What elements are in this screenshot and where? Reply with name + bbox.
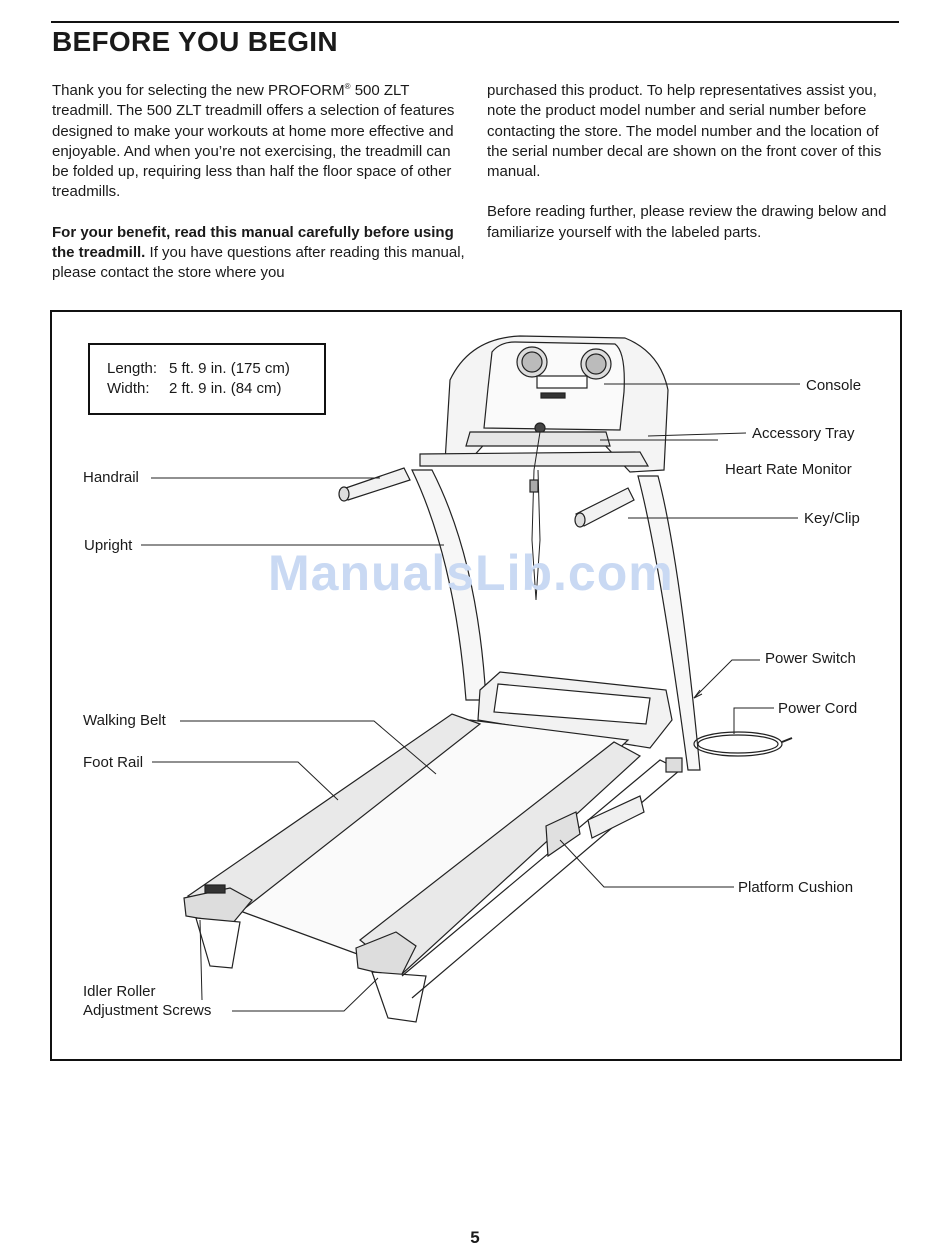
intro-paragraph-1: Thank you for selecting the new PROFORM®… <box>52 81 470 203</box>
width-label: Width: <box>107 380 150 397</box>
watermark: ManualsLib.com <box>268 545 674 601</box>
intro-column-left: Thank you for selecting the new PROFORM®… <box>52 81 470 304</box>
label-handrail: Handrail <box>83 469 139 486</box>
leader-arrow <box>693 689 703 699</box>
label-upright: Upright <box>84 537 133 554</box>
length-label: Length: <box>107 360 158 377</box>
leader-accessory-tray <box>647 432 747 437</box>
intro-text: Thank you for selecting the new PROFORM <box>52 82 345 99</box>
upright-right <box>637 475 701 771</box>
label-accessory-tray: Accessory Tray <box>752 425 855 442</box>
label-heart-rate-monitor: Heart Rate Monitor <box>725 461 852 478</box>
leader-walking-belt <box>180 720 437 775</box>
registered-mark: ® <box>344 82 351 91</box>
label-walking-belt: Walking Belt <box>83 712 166 729</box>
intro-text: 500 ZLT treadmill. The 500 ZLT treadmill… <box>52 82 455 201</box>
dimensions-box: Length: 5 ft. 9 in. (175 cm) Width: 2 ft. … <box>88 343 326 415</box>
power-cord-coil <box>693 731 783 757</box>
leader-foot-rail <box>152 761 339 801</box>
rear-foot-right <box>371 971 427 1023</box>
page-number: 5 <box>470 1228 480 1247</box>
leader-idler-left <box>199 919 203 1001</box>
intro-bold-text: For your benefit, read this manual caref… <box>52 223 454 262</box>
label-adjustment-screws: Adjustment Screws <box>83 1002 212 1019</box>
intro-text: If you have questions after reading this… <box>52 244 465 282</box>
leader-power-switch <box>693 659 760 699</box>
leader-platform-cushion <box>559 839 734 888</box>
accessory-tray <box>419 451 650 467</box>
leader-power-cord <box>733 707 774 734</box>
intro-paragraph-2: For your benefit, read this manual caref… <box>52 223 470 284</box>
key-cord <box>531 431 541 601</box>
label-foot-rail: Foot Rail <box>83 754 144 771</box>
rear-foot-left <box>195 917 241 969</box>
label-console: Console <box>806 377 862 394</box>
label-platform-cushion: Platform Cushion <box>738 879 854 896</box>
length-value: 5 ft. 9 in. (175 cm) <box>169 360 290 377</box>
intro-paragraph-2-cont: purchased this product. To help represen… <box>487 81 902 182</box>
label-idler-roller: Idler Roller <box>83 983 156 1000</box>
label-power-switch: Power Switch <box>765 650 856 667</box>
rear-cap-right <box>355 931 417 979</box>
header-rule <box>51 21 899 23</box>
treadmill-figure-frame <box>50 310 902 1061</box>
platform-cushion <box>545 811 581 858</box>
leader-idler-roller <box>232 977 379 1012</box>
section-title: BEFORE YOU BEGIN <box>52 26 338 57</box>
label-key-clip: Key/Clip <box>804 510 860 527</box>
width-value: 2 ft. 9 in. (84 cm) <box>169 380 282 397</box>
intro-column-right: purchased this product. To help represen… <box>487 81 902 263</box>
intro-paragraph-3: Before reading further, please review th… <box>487 203 887 241</box>
label-power-cord: Power Cord <box>778 700 858 717</box>
intro-text: purchased this product. To help represen… <box>487 82 882 181</box>
